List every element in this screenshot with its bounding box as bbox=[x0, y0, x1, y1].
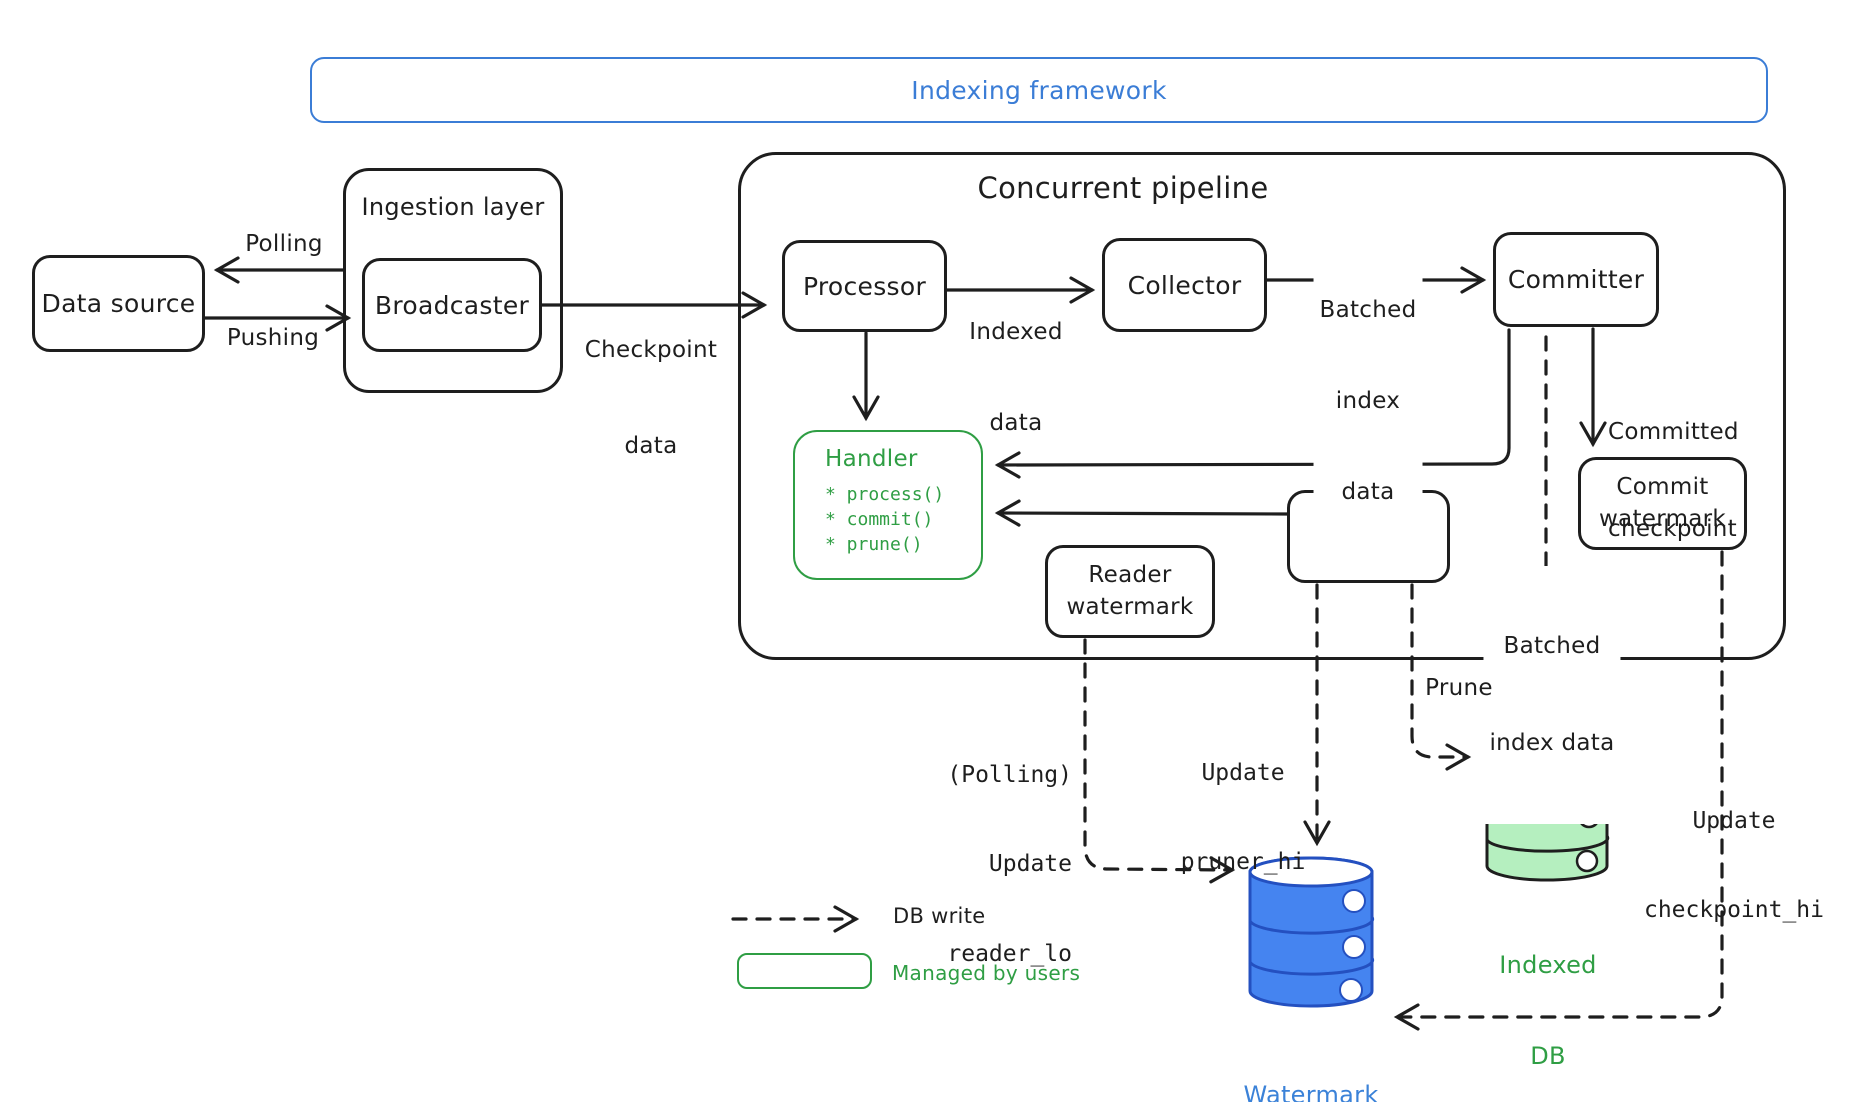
handler-method-prune: * prune() bbox=[825, 534, 923, 556]
edge-label-batched-index-data-bottom: Batched index data bbox=[1483, 566, 1621, 824]
indexing-framework-banner: Indexing framework bbox=[310, 57, 1768, 123]
node-committer: Committer bbox=[1493, 232, 1659, 327]
edge-label-batched-index-data-top: Batched index data bbox=[1313, 234, 1423, 568]
watermark-db-label: Watermark DB bbox=[1243, 1081, 1379, 1102]
legend-db-write-label: DB write bbox=[893, 904, 986, 928]
edge-label-polling: Polling bbox=[245, 231, 323, 257]
committer-label: Committer bbox=[1507, 265, 1645, 294]
indexed-db-label: Indexed DB bbox=[1499, 951, 1597, 1071]
edge-label-update-checkpoint-hi: Update checkpoint_hi bbox=[1643, 807, 1825, 924]
node-broadcaster: Broadcaster bbox=[362, 258, 542, 352]
node-commit-watermark: Commit watermark bbox=[1578, 457, 1747, 550]
broadcaster-label: Broadcaster bbox=[374, 290, 530, 320]
legend-managed-box bbox=[737, 953, 872, 989]
reader-watermark-line1: Reader bbox=[1088, 562, 1172, 589]
node-reader-watermark: Reader watermark bbox=[1045, 545, 1215, 638]
edge-label-update-pruner-hi: Update pruner_hi bbox=[1180, 759, 1306, 876]
data-source-label: Data source bbox=[41, 289, 196, 318]
collector-label: Collector bbox=[1127, 270, 1242, 300]
edge-label-pushing: Pushing bbox=[226, 325, 320, 351]
edge-label-update-reader-lo: (Polling) Update reader_lo bbox=[947, 761, 1072, 968]
edge-label-checkpoint-data: Checkpoint data bbox=[584, 337, 718, 459]
commit-watermark-line2: watermark bbox=[1598, 505, 1727, 532]
edge-label-indexed-data: Indexed data bbox=[969, 318, 1063, 436]
reader-watermark-line2: watermark bbox=[1066, 593, 1194, 620]
node-processor: Processor bbox=[782, 240, 947, 332]
handler-method-commit: * commit() bbox=[825, 509, 934, 531]
ingestion-layer-label: Ingestion layer bbox=[361, 193, 545, 221]
commit-watermark-line1: Commit bbox=[1616, 474, 1709, 501]
concurrent-pipeline-title: Concurrent pipeline bbox=[977, 171, 1269, 205]
edge-label-prune: Prune bbox=[1425, 675, 1493, 701]
processor-label: Processor bbox=[802, 271, 927, 301]
banner-title: Indexing framework bbox=[911, 75, 1167, 105]
node-handler: Handler * process() * commit() * prune() bbox=[793, 430, 983, 580]
node-data-source: Data source bbox=[32, 255, 205, 352]
node-collector: Collector bbox=[1102, 238, 1267, 332]
handler-method-process: * process() bbox=[825, 484, 945, 505]
edge-label-committed-checkpoint: Committed checkpoint bbox=[1608, 419, 1739, 542]
handler-label: Handler bbox=[825, 446, 918, 472]
legend-managed-by-users-label: Managed by users bbox=[892, 961, 1081, 985]
